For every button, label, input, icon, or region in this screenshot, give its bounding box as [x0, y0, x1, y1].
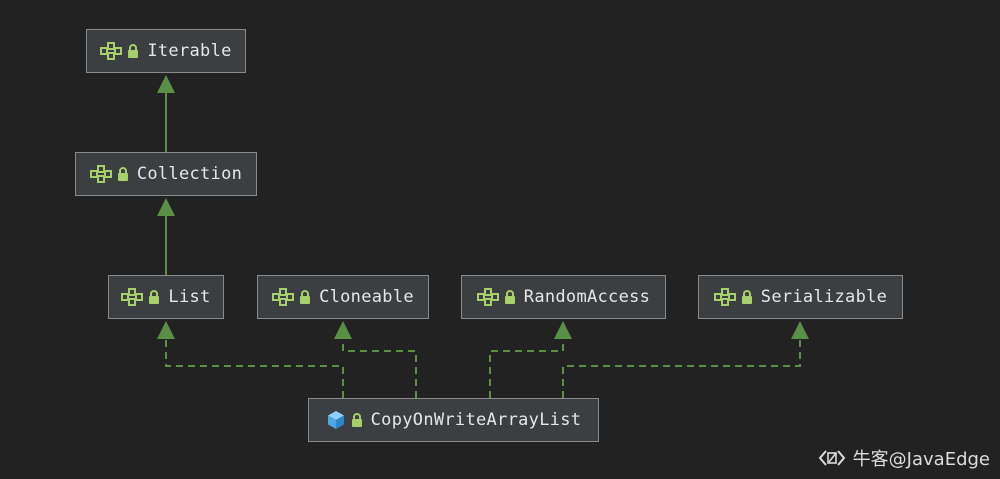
node-collection[interactable]: Collection — [75, 152, 257, 196]
node-iterable[interactable]: Iterable — [86, 29, 246, 73]
edge-cowal-to-list-arrowhead — [157, 321, 175, 339]
interface-icon — [121, 288, 144, 306]
lock-icon — [504, 290, 515, 304]
node-icons — [100, 42, 139, 60]
interface-icon — [272, 288, 295, 306]
class-icon — [327, 411, 344, 429]
node-label-collection: Collection — [136, 164, 243, 184]
edge-cowal-to-serializable — [562, 339, 801, 398]
node-icons — [121, 288, 160, 306]
node-randomaccess[interactable]: RandomAccess — [461, 275, 666, 319]
edge-cowal-to-randomaccess-arrowhead — [554, 321, 572, 339]
node-copyonwritearraylist[interactable]: CopyOnWriteArrayList — [308, 398, 599, 442]
lock-icon — [300, 290, 311, 304]
node-icons — [326, 410, 363, 430]
lock-icon — [351, 413, 362, 427]
node-cloneable[interactable]: Cloneable — [257, 275, 429, 319]
node-label-list: List — [168, 287, 211, 307]
interface-icon — [89, 165, 112, 183]
edge-cowal-to-list — [165, 339, 344, 398]
edge-cowal-to-serializable-arrowhead — [791, 321, 809, 339]
node-icons — [713, 288, 753, 306]
lock-icon — [117, 167, 128, 181]
node-icons — [476, 288, 516, 306]
node-icons — [89, 165, 129, 183]
lock-icon — [149, 290, 160, 304]
lock-icon — [128, 44, 139, 58]
node-label-iterable: Iterable — [147, 41, 232, 61]
lock-icon — [741, 290, 752, 304]
edge-cowal-to-randomaccess — [489, 339, 564, 398]
node-serializable[interactable]: Serializable — [698, 275, 903, 319]
node-list[interactable]: List — [108, 275, 224, 319]
node-label-randomaccess: RandomAccess — [523, 287, 651, 307]
edge-list-to-collection-arrowhead — [157, 198, 175, 216]
node-label-cloneable: Cloneable — [319, 287, 414, 307]
node-icons — [272, 288, 311, 306]
edge-cowal-to-cloneable — [342, 339, 417, 398]
node-label-copyonwritearraylist: CopyOnWriteArrayList — [370, 410, 582, 430]
watermark: 牛客@JavaEdge — [817, 445, 990, 471]
watermark-text: 牛客@JavaEdge — [852, 449, 990, 470]
edge-collection-to-iterable-arrowhead — [157, 75, 175, 93]
edge-cowal-to-cloneable-arrowhead — [334, 321, 352, 339]
interface-icon — [100, 42, 123, 60]
nowcoder-logo-icon — [818, 450, 845, 466]
node-label-serializable: Serializable — [760, 287, 888, 307]
interface-icon — [713, 288, 736, 306]
interface-icon — [476, 288, 499, 306]
